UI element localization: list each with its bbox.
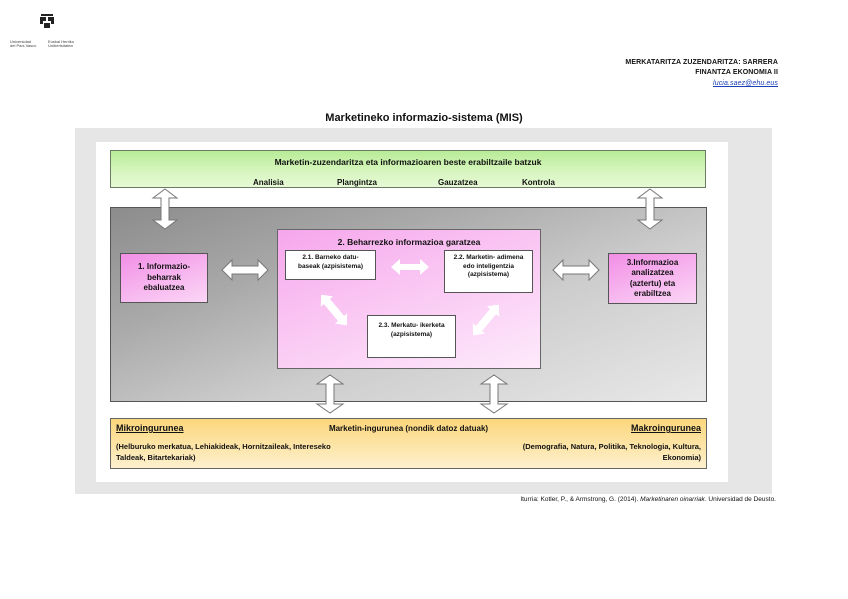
marketing-environment-box: Mikroingurunea Marketin-ingurunea (nondi… <box>110 418 707 469</box>
double-arrow-vertical-icon <box>636 188 664 230</box>
macro-environment-heading: Makroingurunea <box>630 423 701 433</box>
logo-text-line: Universidad <box>10 39 32 44</box>
step-analyze-use-label: 3.Informazioa analizatzea (aztertu) eta … <box>626 257 679 299</box>
activity-analysis: Analisia <box>253 178 284 187</box>
source-prefix: Iturria: Kotler, P., & Armstrong, G. (20… <box>520 496 641 503</box>
page-title: Marketineko informazio-sistema (MIS) <box>325 112 523 124</box>
step-analyze-use: 3.Informazioa analizatzea (aztertu) eta … <box>608 253 697 304</box>
source-citation: Iturria: Kotler, P., & Armstrong, G. (20… <box>520 496 776 503</box>
double-arrow-diagonal-icon <box>472 304 500 336</box>
double-arrow-vertical-icon <box>315 374 345 414</box>
course-subtitle: FINANTZA EKONOMIA II <box>695 69 778 76</box>
step-assess-needs: 1. Informazio- beharrak ebaluatzea <box>120 253 208 303</box>
logo-text-line: Unibertsitatea <box>48 43 73 48</box>
university-emblem-icon <box>40 14 54 28</box>
logo-text-line: Euskal Herriko <box>48 39 75 44</box>
substep-internal-databases-label: 2.1. Barneko datu- baseak (azpisistema) <box>297 254 364 270</box>
macro-environment-list: (Demografia, Natura, Politika, Teknologi… <box>522 442 701 462</box>
substep-marketing-intelligence: 2.2. Marketin- adimena edo inteligentzia… <box>444 250 533 293</box>
micro-environment-list: (Helburuko merkatua, Lehiakideak, Hornit… <box>116 442 331 462</box>
double-arrow-diagonal-icon <box>320 294 348 326</box>
source-suffix: . Universidad de Deusto. <box>704 496 776 503</box>
activity-control: Kontrola <box>522 178 555 187</box>
course-title: MERKATARITZA ZUZENDARITZA: SARRERA <box>625 59 778 66</box>
micro-environment-heading: Mikroingurunea <box>116 423 184 433</box>
double-arrow-horizontal-icon <box>552 258 600 282</box>
logo-text-eu: Euskal Herriko Unibertsitatea <box>48 40 74 48</box>
substep-marketing-research-label: 2.3. Merkatu- ikerketa (azpisistema) <box>378 322 445 338</box>
double-arrow-vertical-icon <box>151 188 179 230</box>
university-logo: Universidad del País Vasco Euskal Herrik… <box>8 14 82 50</box>
email-link[interactable]: lucia.saez@ehu.eus <box>713 80 778 87</box>
double-arrow-vertical-icon <box>479 374 509 414</box>
substep-marketing-research: 2.3. Merkatu- ikerketa (azpisistema) <box>367 315 456 358</box>
double-arrow-horizontal-icon <box>391 259 429 275</box>
management-users-box: Marketin-zuzendaritza eta informazioaren… <box>110 150 706 188</box>
double-arrow-horizontal-icon <box>221 258 269 282</box>
logo-text-line: del País Vasco <box>10 43 37 48</box>
logo-text-es: Universidad del País Vasco <box>10 40 36 48</box>
substep-marketing-intelligence-label: 2.2. Marketin- adimena edo inteligentzia… <box>453 254 524 278</box>
management-users-title: Marketin-zuzendaritza eta informazioaren… <box>274 157 542 167</box>
source-book-title: Marketinaren oinarriak <box>640 496 705 503</box>
activity-planning: Plangintza <box>337 178 378 187</box>
substep-internal-databases: 2.1. Barneko datu- baseak (azpisistema) <box>285 250 376 280</box>
step-develop-information-title: 2. Beharrezko informazioa garatzea <box>337 237 481 247</box>
activity-implementation: Gauzatzea <box>438 178 478 187</box>
marketing-environment-heading: Marketin-ingurunea (nondik datoz datuak) <box>328 424 489 433</box>
step-assess-needs-label: 1. Informazio- beharrak ebaluatzea <box>137 262 190 293</box>
